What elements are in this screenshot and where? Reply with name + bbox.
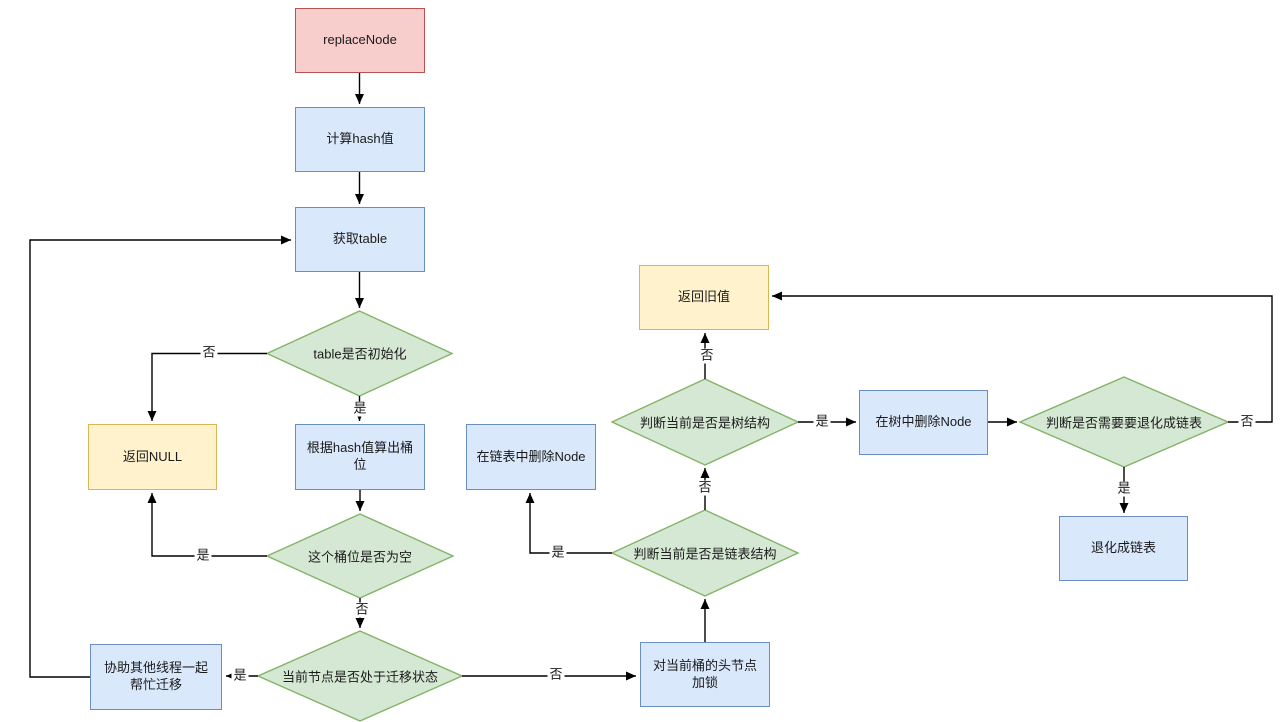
node-replace-node: replaceNode: [295, 8, 425, 73]
decision-table-initialized-label: table是否初始化: [313, 346, 407, 362]
edge-label-migrating-yes: 是: [231, 667, 249, 684]
edge-label-table-initialized-yes: 是: [351, 400, 369, 417]
node-lock-head: 对当前桶的头节点加锁: [640, 642, 770, 707]
node-get-table: 获取table: [295, 207, 425, 272]
decision-is-linked-list-label: 判断当前是否是链表结构: [633, 546, 777, 562]
edge-tableinit-no-to-returnnull: [147, 352, 267, 421]
decision-is-tree-shape: [610, 378, 800, 466]
node-compute-hash: 计算hash值: [295, 107, 425, 172]
edge-label-tree-yes: 是: [813, 413, 831, 430]
node-compute-bucket: 根据hash值算出桶位: [295, 424, 425, 490]
edge-label-migrating-no: 否: [547, 666, 565, 683]
edge-label-bucket-empty-yes: 是: [194, 547, 212, 564]
edge-help-loop-to-gettable: [29, 235, 291, 678]
edge-label-bucket-empty-no: 否: [353, 601, 371, 618]
node-untreeify: 退化成链表: [1059, 516, 1188, 581]
node-help-migrate: 协助其他线程一起帮忙迁移: [90, 644, 222, 710]
edge-label-linked-list-yes: 是: [549, 544, 567, 561]
edge-label-need-untreeify-yes: 是: [1115, 480, 1133, 497]
edge-needuntreeify-no-to-returnold: [772, 291, 1273, 423]
decision-is-linked-list-shape: [610, 509, 800, 597]
node-return-null: 返回NULL: [88, 424, 217, 490]
edge-label-table-initialized-no: 否: [200, 344, 218, 361]
node-delete-in-list: 在链表中删除Node: [466, 424, 596, 490]
decision-is-tree-label: 判断当前是否是树结构: [639, 415, 771, 431]
decision-node-migrating-shape: [256, 630, 464, 722]
decision-node-migrating-label: 当前节点是否处于迁移状态: [281, 669, 439, 685]
edge-label-linked-list-no: 否: [696, 479, 714, 496]
node-return-old-value: 返回旧值: [639, 265, 769, 330]
decision-need-untreeify-label: 判断是否需要要退化成链表: [1045, 415, 1203, 431]
edge-islinkedlist-yes-to-deletelist: [525, 493, 612, 554]
node-delete-in-tree: 在树中删除Node: [859, 390, 988, 455]
edge-label-need-untreeify-no: 否: [1238, 413, 1256, 430]
decision-bucket-empty-label: 这个桶位是否为空: [307, 549, 413, 565]
edge-bucketempty-yes-to-returnnull: [147, 493, 267, 557]
edge-label-tree-no: 否: [698, 347, 716, 364]
